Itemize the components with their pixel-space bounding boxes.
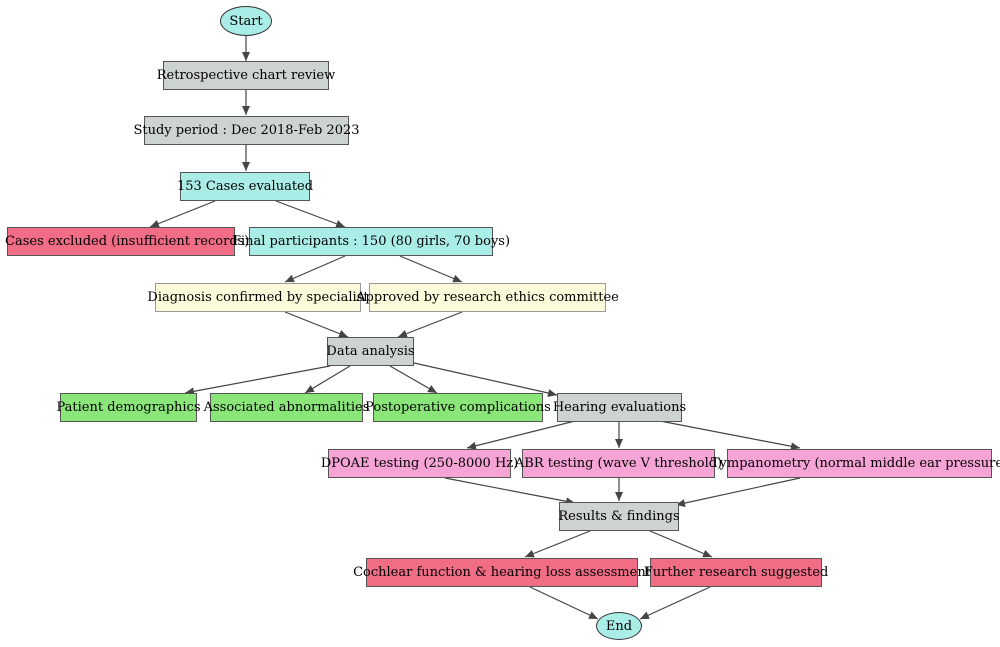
edge-cases-final — [275, 200, 346, 228]
edge-results-further — [649, 530, 713, 558]
edge-cases-excluded — [149, 200, 216, 228]
end-node: End — [596, 612, 642, 640]
patient-demographics-node: Patient demographics — [57, 393, 201, 422]
dpoae-testing-node: DPOAE testing (250-8000 Hz) — [321, 449, 518, 478]
start-node: Start — [220, 6, 272, 36]
diagnosis-confirmed-node: Diagnosis confirmed by specialist — [147, 283, 369, 312]
edge-final-ethics — [399, 255, 463, 283]
edge-analysis-hearing — [413, 362, 558, 397]
edge-final-diagnosis — [284, 255, 346, 283]
edge-ethics-analysis — [397, 311, 463, 338]
hearing-evaluations-node: Hearing evaluations — [553, 393, 686, 422]
edge-analysis-abnormalities — [304, 365, 351, 394]
edge-results-cochlear — [524, 530, 591, 558]
tympanometry-node: Tympanometry (normal middle ear pressure… — [711, 449, 1000, 478]
edge-diagnosis-analysis — [284, 311, 349, 338]
final-participants-node: Final participants : 150 (80 girls, 70 b… — [232, 227, 510, 256]
results-findings-node: Results & findings — [558, 502, 680, 531]
edge-tympanometry-results — [675, 477, 801, 507]
edge-hearing-tympanometry — [659, 420, 801, 451]
edge-analysis-complications — [389, 365, 438, 394]
edge-dpoae-results — [444, 477, 576, 506]
data-analysis-node: Data analysis — [326, 337, 415, 366]
edge-analysis-demographics — [184, 365, 331, 396]
postoperative-complications-node: Postoperative complications — [365, 393, 551, 422]
associated-abnormalities-node: Associated abnormalities — [204, 393, 369, 422]
ethics-approved-node: Approved by research ethics committee — [356, 283, 619, 312]
edge-cochlear-end — [529, 586, 599, 620]
cochlear-function-node: Cochlear function & hearing loss assessm… — [353, 558, 651, 587]
cases-excluded-node: 3 Cases excluded (insufficient records) — [0, 227, 249, 256]
abr-testing-node: ABR testing (wave V threshold) — [515, 449, 722, 478]
further-research-node: Further research suggested — [644, 558, 828, 587]
retrospective-review-node: Retrospective chart review — [157, 61, 335, 90]
cases-evaluated-node: 153 Cases evaluated — [177, 172, 313, 201]
edge-hearing-dpoae — [466, 420, 576, 450]
study-period-node: Study period : Dec 2018-Feb 2023 — [133, 116, 360, 145]
edge-further-end — [639, 586, 711, 620]
